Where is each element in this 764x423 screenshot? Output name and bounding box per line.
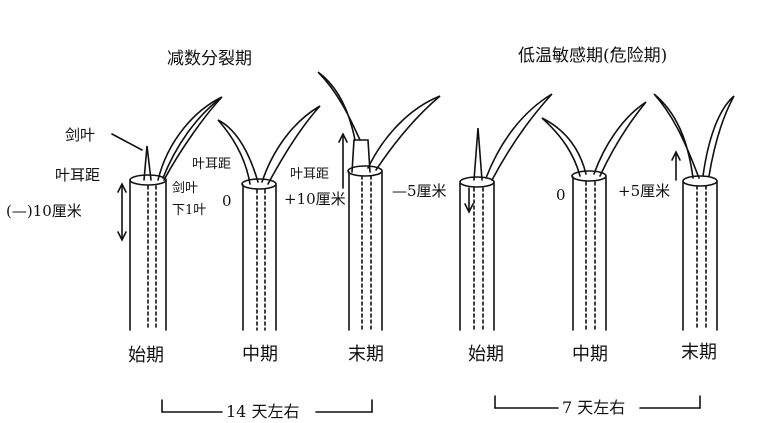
- label-minus-ten-cm: (—)10厘米: [6, 202, 82, 220]
- stage-label-right-start: 始期: [468, 344, 504, 365]
- duration-left: 14 天左右: [226, 402, 299, 421]
- stage-label-left-start: 始期: [128, 345, 164, 366]
- duration-bracket-right: [494, 395, 701, 409]
- duration-right: 7 天左右: [562, 398, 625, 417]
- plant-right-end: [653, 93, 735, 331]
- stage-label-left-end: 末期: [348, 344, 384, 365]
- plant-right-start: [459, 93, 553, 331]
- plant-left-end: [317, 71, 441, 331]
- label-flag-leaf-lower: 剑叶: [172, 180, 198, 196]
- heading-meiosis-stage: 减数分裂期: [167, 49, 252, 69]
- stage-label-right-mid: 中期: [572, 344, 608, 365]
- duration-bracket-left: [161, 399, 373, 413]
- label-auricle-distance: 叶耳距: [55, 166, 100, 184]
- label-auricle-distance-end: 叶耳距: [290, 167, 329, 182]
- label-plus-ten-cm: +10厘米: [284, 190, 346, 208]
- label-zero-right: 0: [556, 186, 566, 204]
- stage-label-right-end: 末期: [681, 342, 717, 363]
- label-lower-one-leaf: 下1叶: [172, 203, 206, 218]
- label-flag-leaf: 剑叶: [65, 126, 95, 144]
- plant-left-start: [129, 96, 223, 331]
- heading-low-temp-sensitive-stage: 低温敏感期(危险期): [518, 46, 667, 66]
- label-minus-five-cm: —5厘米: [392, 182, 447, 200]
- plant-left-mid: [217, 105, 321, 331]
- auricle-arrow-left: [111, 133, 143, 242]
- label-zero-mid: 0: [222, 192, 232, 210]
- label-plus-five-cm: +5厘米: [618, 182, 670, 200]
- stage-label-left-mid: 中期: [242, 344, 278, 365]
- plant-right-mid: [541, 101, 647, 331]
- label-auricle-distance-mid: 叶耳距: [192, 157, 231, 172]
